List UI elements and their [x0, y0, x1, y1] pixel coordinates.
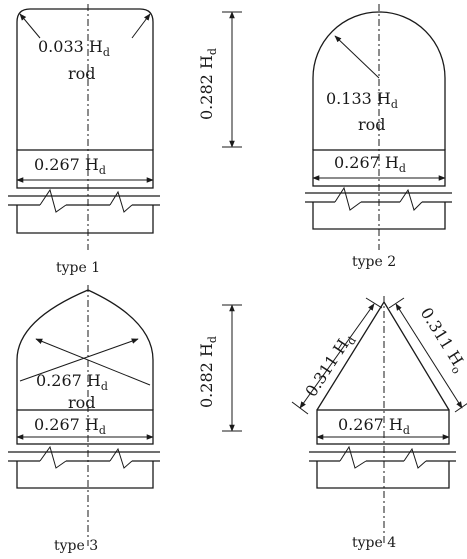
type4-right-dimension [395, 303, 463, 409]
type1-outline [16, 8, 154, 150]
type2-width-block [312, 149, 446, 187]
type1-break-marks [39, 188, 133, 213]
type1-radius-arrow-right [131, 13, 151, 39]
pier-type-2: 0.133 Hd rod 0.267 Hd type 2 [305, 4, 452, 270]
type1-footing [16, 205, 154, 234]
type1-radius-label: 0.033 Hd [38, 37, 110, 59]
type4-footing [316, 461, 450, 489]
type2-caption: type 2 [352, 254, 396, 270]
type2-radius-label: 0.133 Hd [326, 89, 398, 111]
type2-base-lines [305, 192, 452, 203]
type3-rod-label: rod [68, 393, 96, 412]
type1-width-block [16, 149, 154, 189]
type1-radius-arrow-left [19, 13, 41, 39]
type4-caption: type 4 [352, 535, 396, 551]
type4-break-marks [339, 445, 427, 469]
type4-left-dimension [299, 303, 375, 409]
type4-right-tick-bottom [454, 403, 467, 413]
type4-left-tick-top [365, 297, 383, 309]
type4-right-tick-top [388, 297, 405, 309]
type3-radius-label: 0.267 Hd [36, 371, 108, 393]
type4-width-label: 0.267 Hd [338, 415, 410, 437]
type3-outline [16, 289, 154, 410]
type4-width-block [316, 409, 450, 445]
height-top-label: 0.282 Hd [197, 48, 219, 120]
type2-width-label: 0.267 Hd [334, 153, 406, 175]
type2-outline [312, 11, 446, 150]
type2-radius-arrow [334, 35, 380, 79]
pier-type-3: 0.267 Hd rod 0.267 Hd type 3 [8, 285, 160, 554]
type1-base-lines [8, 195, 160, 206]
type4-left-tick-bottom [291, 401, 309, 415]
type4-base-lines [309, 451, 456, 462]
type4-left-label: 0.311 Hd [301, 330, 359, 402]
type3-width-label: 0.267 Hd [34, 415, 106, 437]
type2-rod-label: rod [358, 115, 386, 134]
type3-caption: type 3 [54, 538, 98, 554]
height-bottom-label: 0.282 Hd [197, 336, 219, 408]
type3-footing [16, 461, 154, 489]
type3-width-block [16, 409, 154, 445]
type2-break-marks [334, 186, 423, 211]
height-dimension-top: 0.282 Hd [197, 11, 242, 148]
type1-width-label: 0.267 Hd [34, 155, 106, 177]
height-dimension-bottom: 0.282 Hd [197, 304, 242, 432]
pier-type-1: 0.033 Hd rod 0.267 Hd type 1 [8, 4, 160, 276]
pier-type-4: 0.311 Hd 0.311 Ho 0.267 Hd type 4 [291, 296, 467, 551]
type1-caption: type 1 [56, 260, 100, 276]
type3-radius-arrow-left [35, 338, 151, 386]
type3-base-lines [8, 451, 160, 462]
type3-radius-arrow-right [19, 338, 139, 382]
type1-rod-label: rod [68, 64, 96, 83]
type2-footing [312, 202, 446, 230]
type3-break-marks [39, 445, 133, 469]
